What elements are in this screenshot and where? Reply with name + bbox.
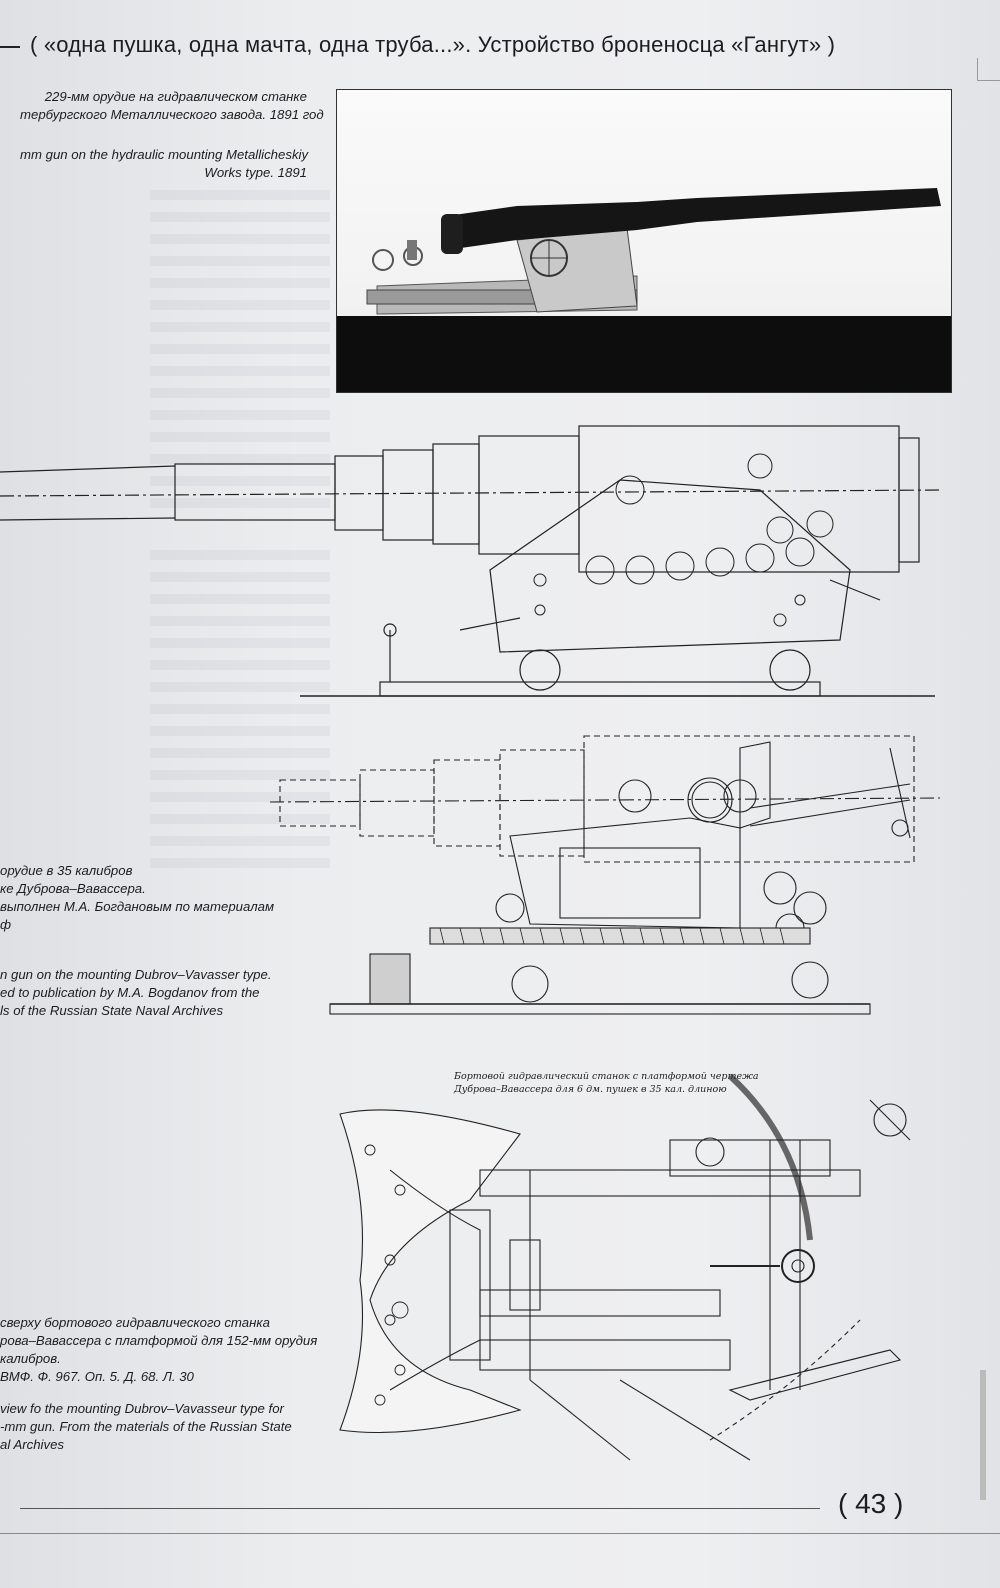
page-number: ( 43 ) [838, 1488, 904, 1519]
drawing-handwritten-label: Бортовой гидравлический станок с платфор… [454, 1070, 814, 1096]
photo-caption-ru: 229-мм орудие на гидравлическом станке т… [20, 89, 324, 122]
gun-side-section-drawing [269, 728, 950, 1028]
drawing-label-line2: Дуброва–Вавассера для 6 дм. пушек в 35 к… [454, 1084, 727, 1095]
gun-photo [336, 89, 952, 393]
faded-background-text [150, 190, 330, 520]
gun-photo-icon [337, 90, 951, 392]
photo-caption-en: mm gun on the hydraulic mounting Metalli… [20, 147, 309, 180]
side-drawing-caption-ru: орудие в 35 калибров ке Дуброва–Вавассер… [0, 863, 275, 932]
page-header: ( «одна пушка, одна мачта, одна труба...… [0, 32, 1000, 72]
top-drawing-caption-ru: сверху бортового гидравлического станка … [0, 1315, 318, 1384]
footer-rule [20, 1508, 820, 1509]
corner-mark [977, 58, 1000, 81]
gun-plan-view-drawing-icon [339, 1073, 911, 1461]
page-edge-shadow [980, 1370, 986, 1500]
gun-side-elevation-drawing [0, 420, 960, 710]
header-title: ( «одна пушка, одна мачта, одна труба...… [30, 32, 836, 57]
top-drawing-caption-en: view fo the mounting Dubrov–Vavasseur ty… [0, 1401, 292, 1452]
drawing-label-line1: Бортовой гидравлический станок с платфор… [454, 1071, 759, 1082]
page-edge-line [0, 1533, 1000, 1534]
faded-background-text [150, 550, 330, 870]
side-drawing-caption-en: n gun on the mounting Dubrov–Vavasser ty… [0, 967, 272, 1018]
gun-side-elevation-drawing-icon [0, 425, 941, 697]
gun-plan-view-drawing: Бортовой гидравлический станок с платфор… [330, 1060, 940, 1470]
gun-side-section-drawing-icon [269, 735, 941, 1015]
header-dash [0, 46, 20, 48]
